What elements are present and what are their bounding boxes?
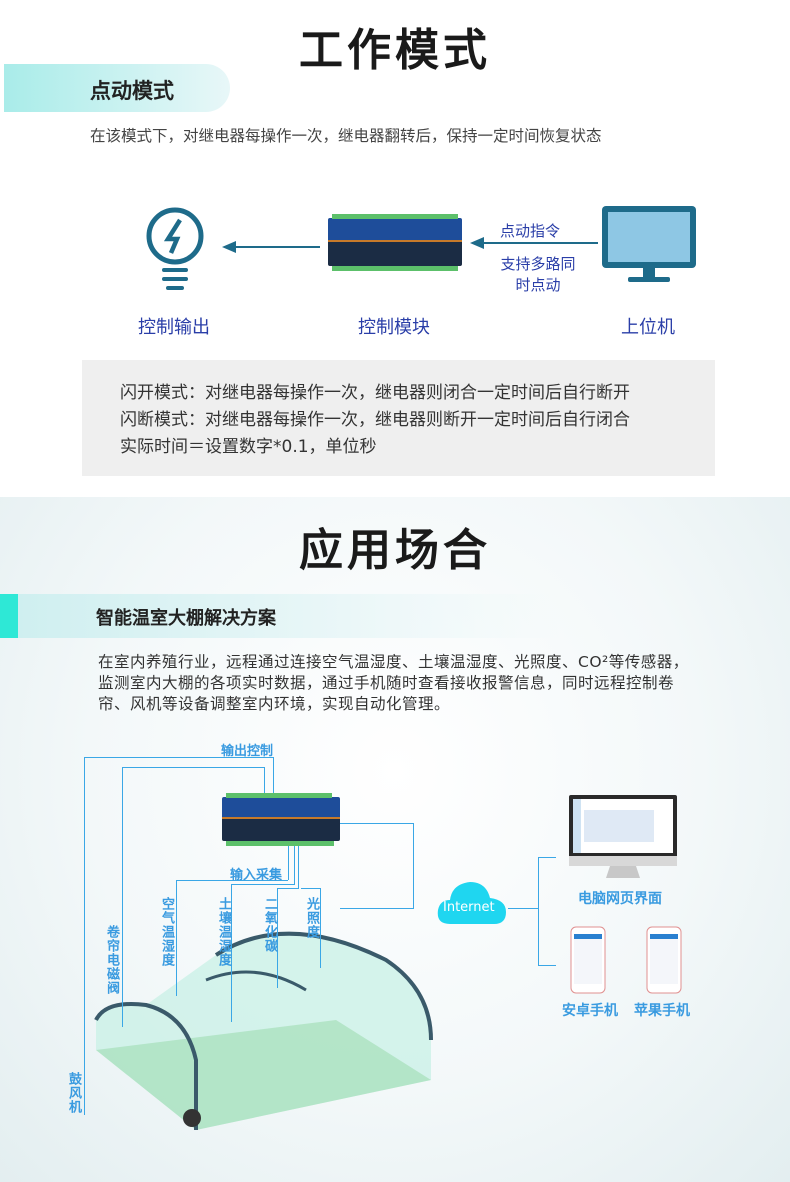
control-module-device bbox=[328, 218, 462, 266]
arrow-left-icon bbox=[470, 237, 598, 249]
mode-notes: 闪开模式：对继电器每操作一次，继电器则闭合一定时间后自行断开 闪断模式：对继电器… bbox=[82, 360, 715, 476]
air-sensor-label: 空气温湿度 bbox=[159, 897, 174, 967]
mode-tag-label: 点动模式 bbox=[90, 79, 174, 103]
cloud-icon bbox=[437, 882, 506, 924]
note-flash-close: 闪断模式：对继电器每操作一次，继电器则断开一定时间后自行闭合 bbox=[120, 410, 630, 430]
iphone-label: 苹果手机 bbox=[634, 1003, 690, 1019]
lightbulb-icon bbox=[146, 207, 204, 290]
section-title-application: 应用场合 bbox=[299, 525, 491, 576]
arrow-left-icon bbox=[222, 241, 320, 253]
greenhouse-illustration bbox=[94, 931, 433, 1130]
scenario-description: 在室内养殖行业，远程通过连接空气温湿度、土壤温湿度、光照度、CO²等传感器，监测… bbox=[98, 653, 689, 713]
fan-label: 鼓风机 bbox=[66, 1072, 81, 1114]
pc-monitor-icon bbox=[569, 795, 677, 878]
android-label: 安卓手机 bbox=[562, 1003, 618, 1019]
note-time: 实际时间＝设置数字*0.1，单位秒 bbox=[120, 437, 377, 457]
scenario-tag: 智能温室大棚解决方案 bbox=[0, 594, 560, 638]
co2-sensor-label: 二氧化碳 bbox=[262, 897, 277, 953]
android-phone-icon bbox=[570, 926, 606, 994]
monitor-icon bbox=[602, 206, 696, 282]
mode-description: 在该模式下，对继电器每操作一次，继电器翻转后，保持一定时间恢复状态 bbox=[90, 127, 602, 145]
light-sensor-label: 光照度 bbox=[304, 897, 319, 939]
input-collect-label: 输入采集 bbox=[230, 868, 283, 883]
output-control-label: 输出控制 bbox=[221, 744, 274, 759]
multi-label: 支持多路同时点动 bbox=[500, 255, 576, 294]
mode-tag: 点动模式 bbox=[4, 64, 230, 112]
output-label: 控制输出 bbox=[138, 317, 210, 338]
host-label: 上位机 bbox=[621, 317, 675, 338]
curtain-valve-label: 卷帘电磁阀 bbox=[104, 925, 119, 995]
note-flash-open: 闪开模式：对继电器每操作一次，继电器则闭合一定时间后自行断开 bbox=[120, 383, 630, 403]
section-title-work-mode: 工作模式 bbox=[299, 25, 491, 76]
command-label: 点动指令 bbox=[500, 222, 561, 240]
control-module-device bbox=[222, 797, 340, 841]
internet-label: Internet bbox=[443, 900, 495, 915]
scenario-tag-label: 智能温室大棚解决方案 bbox=[96, 608, 276, 629]
pc-label: 电脑网页界面 bbox=[578, 891, 662, 907]
iphone-icon bbox=[646, 926, 682, 994]
soil-sensor-label: 土壤温湿度 bbox=[216, 897, 231, 967]
module-label: 控制模块 bbox=[358, 317, 430, 338]
